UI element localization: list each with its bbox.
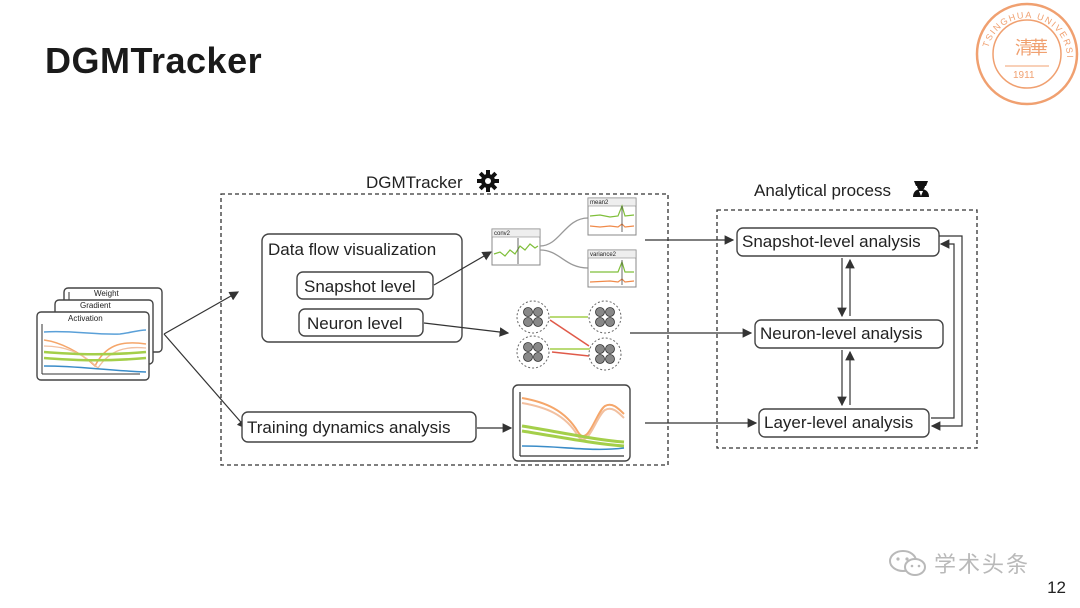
mean2-label: mean2	[590, 200, 609, 206]
data-flow-label: Data flow visualization	[268, 240, 436, 259]
activation-label: Activation	[68, 314, 103, 323]
layer-analysis-label: Layer-level analysis	[764, 413, 913, 432]
page-number: 12	[1047, 578, 1066, 597]
wechat-icon	[889, 550, 926, 576]
weight-label: Weight	[94, 289, 120, 298]
person-icon	[913, 181, 929, 197]
mean2-chart: mean2	[587, 197, 637, 236]
snapshot-level-box	[296, 271, 434, 300]
snapshot-level-label: Snapshot level	[304, 277, 416, 296]
tsinghua-seal-icon: TSINGHUA UNIVERSITY 清 華 1911	[975, 2, 1079, 106]
analytical-process-label: Analytical process	[754, 181, 891, 200]
conv2-chart: conv2	[491, 228, 541, 266]
neuron-analysis-label: Neuron-level analysis	[760, 324, 923, 343]
neuron-level-label: Neuron level	[307, 314, 402, 333]
conv2-label: conv2	[494, 231, 511, 237]
neuron-cluster	[588, 337, 622, 371]
layer-analysis-box	[758, 408, 930, 438]
input-stack: Weight Gradient Activation	[36, 287, 163, 381]
slide-title: DGMTracker	[45, 40, 263, 81]
training-dynamics-chart	[512, 384, 631, 462]
snapshot-analysis-label: Snapshot-level analysis	[742, 232, 921, 251]
neuron-cluster	[516, 300, 550, 334]
neuron-graph	[516, 300, 622, 371]
training-dynamics-box	[241, 411, 477, 443]
neuron-analysis-box	[754, 319, 944, 349]
neuron-cluster	[588, 300, 622, 334]
snapshot-analysis-box	[736, 227, 940, 257]
variance2-chart: variance2	[587, 249, 637, 288]
neuron-cluster	[516, 335, 550, 369]
gear-icon	[477, 170, 499, 192]
svg-text:清: 清	[1015, 38, 1033, 59]
training-dynamics-label: Training dynamics analysis	[247, 418, 450, 437]
watermark-text: 学术头条	[934, 553, 1031, 578]
svg-text:1911: 1911	[1013, 70, 1035, 81]
variance2-label: variance2	[590, 252, 617, 258]
neuron-level-box	[298, 308, 424, 337]
svg-text:華: 華	[1030, 38, 1048, 59]
watermark: 学术头条	[888, 546, 1030, 580]
gradient-label: Gradient	[80, 301, 111, 310]
dgmtracker-label: DGMTracker	[366, 173, 463, 192]
